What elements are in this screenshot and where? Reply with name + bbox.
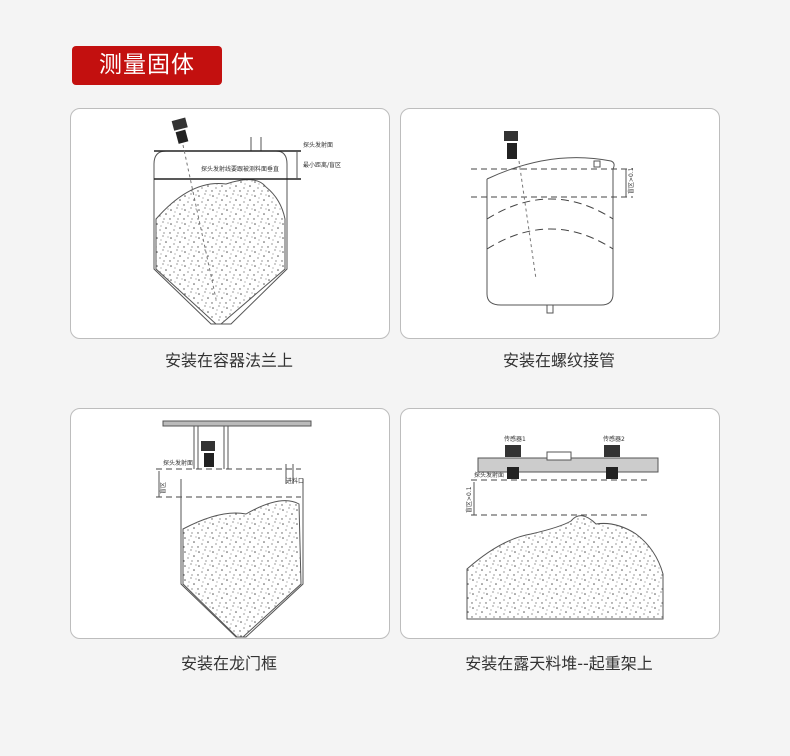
sensor-icon — [504, 131, 518, 159]
caption-flange: 安装在容器法兰上 — [164, 351, 293, 370]
caption-crane: 安装在露天料堆--起重架上 — [465, 654, 653, 673]
sensor-1-icon — [505, 445, 521, 479]
sensor-2-icon — [604, 445, 620, 479]
sensor-icon — [201, 441, 215, 467]
caption-gantry: 安装在龙门框 — [180, 654, 277, 673]
crane-mount-diagram: 传感器1 传感器2 探头发射面 盲区>0.1 — [465, 435, 664, 620]
label-surface: 探头发射面 — [163, 459, 193, 467]
label-blind: 盲区 — [159, 482, 167, 494]
gantry-mount-diagram: 探头发射面 盲区 进料口 — [156, 420, 312, 638]
label-sensor-1: 传感器1 — [504, 435, 526, 443]
diagram-card-crane: 传感器1 传感器2 探头发射面 盲区>0.1 — [400, 408, 720, 639]
thread-mount-diagram: 盲区>0.1 — [471, 131, 641, 314]
diagram-card-flange: 探头发射面 最小距离/盲区 探头发射线要跟被测料面垂直 — [70, 108, 390, 339]
diagram-card-gantry: 探头发射面 盲区 进料口 — [70, 408, 390, 639]
label-inlet: 进料口 — [286, 477, 304, 485]
diagram-card-thread: 盲区>0.1 — [400, 108, 720, 339]
section-title: 测量固体 — [72, 46, 222, 85]
label-blind: 最小距离/盲区 — [303, 161, 341, 169]
label-surface: 探头发射面 — [474, 471, 504, 479]
label-sensor-2: 传感器2 — [603, 435, 625, 443]
label-blind: 盲区>0.1 — [627, 167, 635, 194]
caption-thread: 安装在螺纹接管 — [502, 351, 615, 370]
label-blind: 盲区>0.1 — [465, 486, 473, 513]
label-note: 探头发射线要跟被测料面垂直 — [201, 165, 279, 173]
label-surface: 探头发射面 — [303, 141, 333, 149]
sensor-icon — [171, 117, 189, 144]
flange-mount-diagram: 探头发射面 最小距离/盲区 探头发射线要跟被测料面垂直 — [153, 117, 341, 325]
